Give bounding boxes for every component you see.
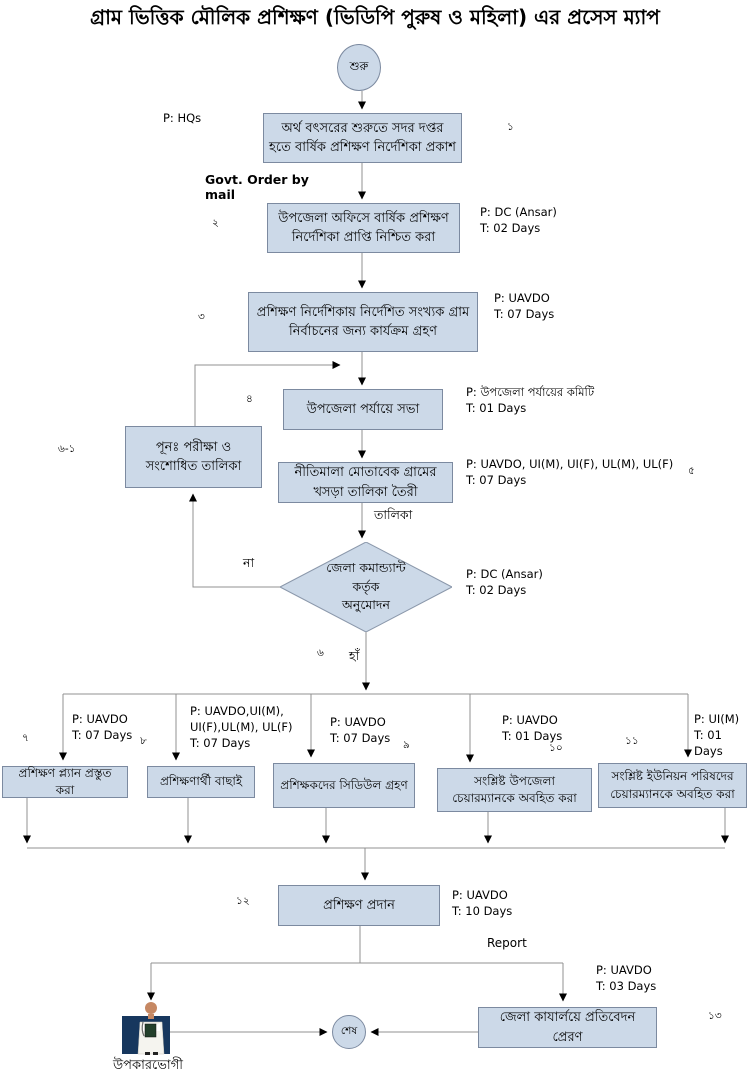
step11-number: ১১ (625, 735, 639, 747)
decision-approval: জেলা কমান্ড্যান্ট কর্তৃক অনুমোদন (278, 541, 454, 633)
process-box-label: প্রশিক্ষণার্থী বাছাই (159, 774, 243, 789)
process-box-label: প্রশিক্ষকদের সিডিউল গ্রহণ (280, 777, 408, 792)
process-box-confirm-receipt: উপজেলা অফিসে বার্ষিক প্রশিক্ষণ নির্দেশিক… (267, 203, 460, 253)
step1-number: ১ (507, 121, 514, 133)
step3-number: ৩ (198, 311, 205, 323)
process-box-label: সংশ্লিষ্ট উপজেলা চেয়ারম্যানকে অবহিত করা (452, 773, 577, 805)
process-box-send-report: জেলা কাযার্লয়ে প্রতিবেদন প্রেরণ (478, 1007, 657, 1048)
process-box-inform-union-chairman: সংশ্লিষ্ট ইউনিয়ন পরিষদের চেয়ারম্যানকে … (598, 763, 747, 808)
process-box-trainer-schedule: প্রশিক্ষকদের সিডিউল গ্রহণ (273, 763, 415, 808)
process-box-upazila-meeting: উপজেলা পর্যায়ে সভা (283, 389, 443, 430)
edge-label-govt-order: Govt. Order by mail (205, 172, 309, 202)
process-box-label: পূনঃ পরীক্ষা ও সংশোধিত তালিকা (145, 439, 242, 475)
edge-label-talika: তালিকা (374, 507, 413, 522)
edge-label-yes: হাঁ (349, 648, 360, 663)
process-box-label: জেলা কাযার্লয়ে প্রতিবেদন প্রেরণ (499, 1010, 636, 1045)
step12-number: ১২ (236, 895, 250, 907)
process-box-village-selection: প্রশিক্ষণ নির্দেশিকায় নির্দেশিত সংখ্যক … (248, 292, 478, 352)
process-box-provide-training: প্রশিক্ষণ প্রদান (278, 885, 440, 926)
step10-number: ১০ (549, 742, 563, 754)
start-node: শুরু (337, 44, 381, 91)
decision-label: জেলা কমান্ড্যান্ট কর্তৃক অনুমোদন (326, 559, 406, 613)
process-box-publish-guideline: অর্থ বৎসরের শুরুতে সদর দপ্তর হতে বার্ষিক… (263, 113, 462, 163)
step5-number: ৫ (688, 465, 695, 477)
step7-responsible-label: P: UAVDO T: 07 Days (72, 712, 133, 743)
step13-responsible-label: P: UAVDO T: 03 Days (596, 963, 657, 994)
process-box-label: প্রশিক্ষণ প্রদান (323, 897, 395, 913)
process-box-label: প্রশিক্ষণ প্ল্যান প্রস্তুত করা (18, 765, 112, 797)
step4-number: ৪ (246, 393, 253, 405)
step13-number: ১৩ (708, 1010, 722, 1022)
process-box-label: প্রশিক্ষণ নির্দেশিকায় নির্দেশিত সংখ্যক … (256, 304, 470, 340)
step3-responsible-label: P: UAVDO T: 07 Days (494, 291, 555, 322)
beneficiary-figure (118, 998, 174, 1056)
start-label: শুরু (349, 59, 369, 73)
step7-number: ৭ (22, 732, 29, 744)
step4-responsible-label: P: উপজেলা পর্যায়ের কমিটি T: 01 Days (466, 385, 595, 416)
step10-responsible-label: P: UAVDO T: 01 Days (502, 713, 563, 744)
step9-number: ৯ (403, 739, 410, 751)
step8-number: ৮ (140, 735, 147, 747)
edge-label-no: না (243, 555, 255, 570)
process-box-label: উপজেলা অফিসে বার্ষিক প্রশিক্ষণ নির্দেশিক… (278, 210, 449, 246)
process-box-inform-upazila-chairman: সংশ্লিষ্ট উপজেলা চেয়ারম্যানকে অবহিত করা (437, 768, 592, 812)
end-node: শেষ (332, 1015, 366, 1049)
page-title: গ্রাম ভিত্তিক মৌলিক প্রশিক্ষণ (ভিডিপি পু… (90, 5, 660, 29)
beneficiary-label: উপকারভোগী (113, 1058, 183, 1072)
step1-responsible-label: P: HQs (163, 111, 202, 125)
step8-responsible-label: P: UAVDO,UI(M), UI(F),UL(M), UL(F) T: 07… (190, 704, 293, 751)
step5-responsible-label: P: UAVDO, UI(M), UI(F), UL(M), UL(F) T: … (466, 457, 674, 488)
step2-number: ২ (212, 217, 219, 229)
person-icon (122, 1002, 170, 1055)
end-label: শেষ (340, 1024, 358, 1037)
revision-number: ৬-১ (58, 443, 76, 455)
process-box-label: উপজেলা পর্যায়ে সভা (306, 401, 420, 417)
step9-responsible-label: P: UAVDO T: 07 Days (330, 715, 391, 746)
step12-responsible-label: P: UAVDO T: 10 Days (452, 888, 513, 919)
step11-responsible-label: P: UI(M) T: 01 Days (694, 712, 740, 759)
process-box-label: অর্থ বৎসরের শুরুতে সদর দপ্তর হতে বার্ষিক… (269, 120, 456, 156)
edge-label-report: Report (487, 936, 527, 950)
process-box-draft-list: নীতিমালা মোতাবেক গ্রামের খসড়া তালিকা তৈ… (278, 462, 453, 503)
process-box-trainee-selection: প্রশিক্ষণার্থী বাছাই (147, 766, 255, 798)
process-box-label: সংশ্লিষ্ট ইউনিয়ন পরিষদের চেয়ারম্যানকে … (610, 769, 735, 801)
decision-number: ৬ (317, 647, 324, 659)
process-box-training-plan: প্রশিক্ষণ প্ল্যান প্রস্তুত করা (2, 766, 128, 798)
process-box-label: নীতিমালা মোতাবেক গ্রামের খসড়া তালিকা তৈ… (294, 465, 437, 500)
process-box-revision-list: পূনঃ পরীক্ষা ও সংশোধিত তালিকা (125, 426, 262, 488)
decision-responsible-label: P: DC (Ansar) T: 02 Days (466, 567, 543, 598)
step2-responsible-label: P: DC (Ansar) T: 02 Days (480, 205, 557, 236)
